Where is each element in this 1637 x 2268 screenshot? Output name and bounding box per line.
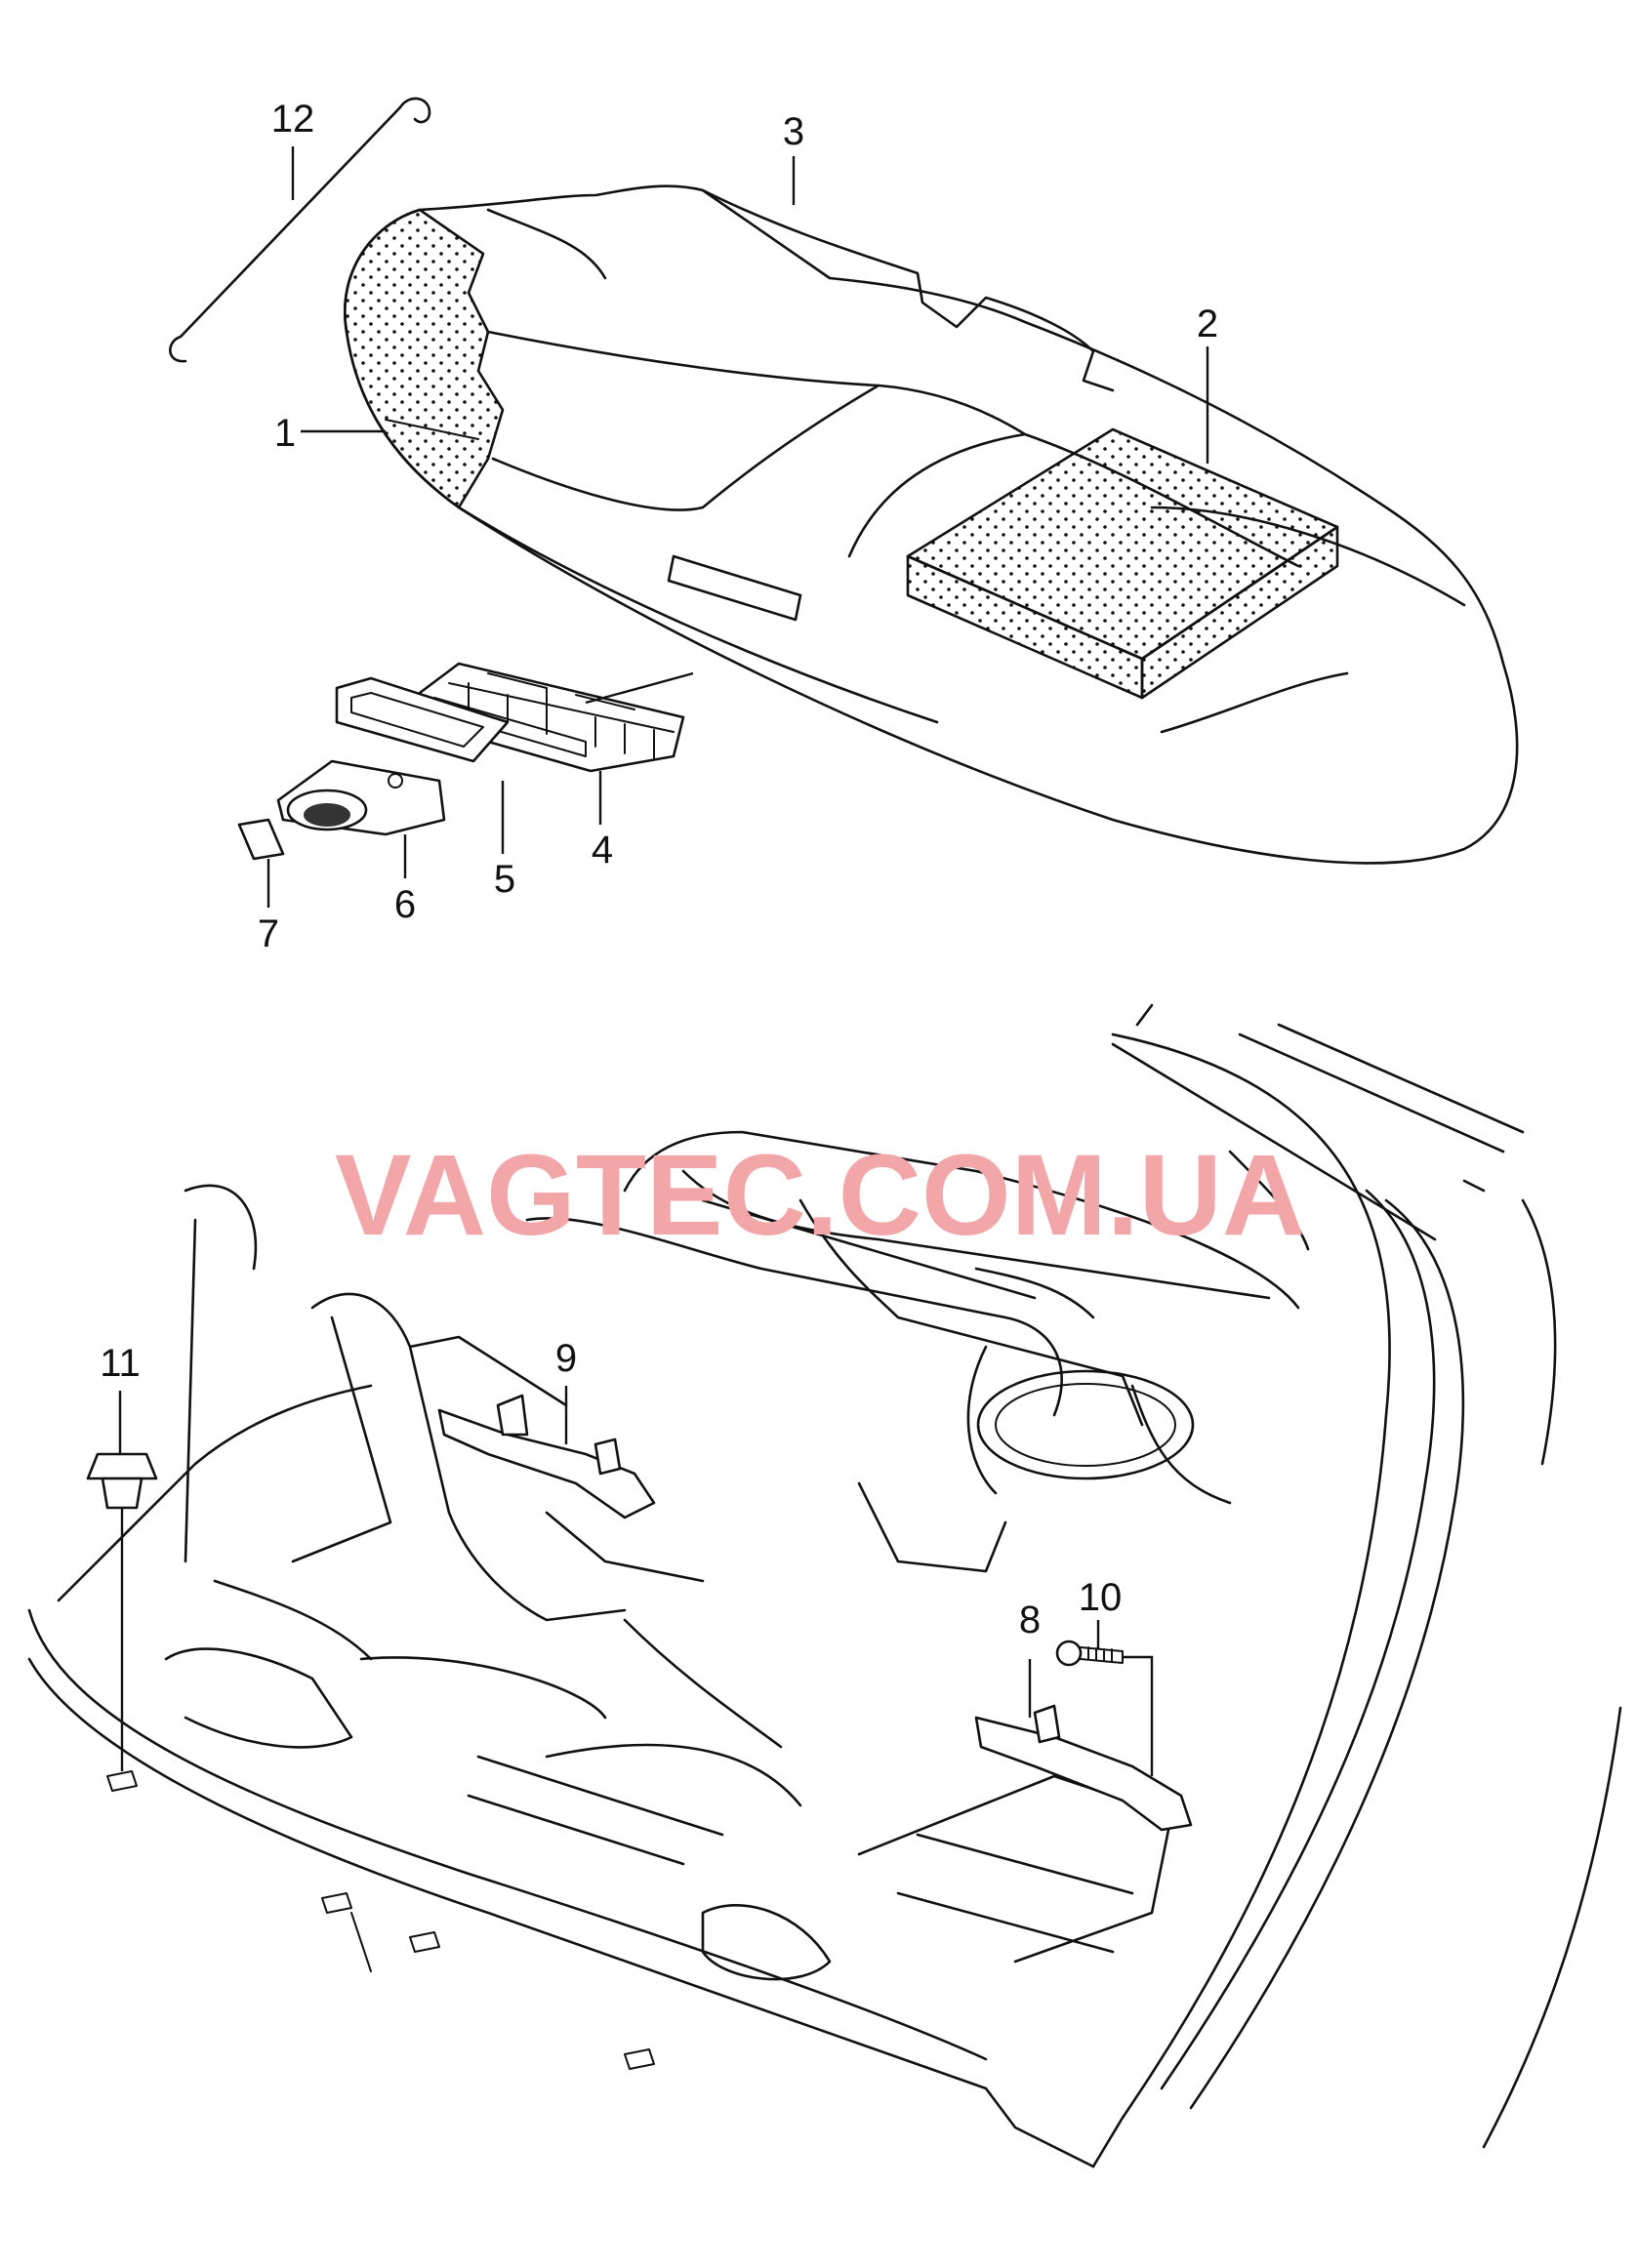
gasket-frame-part-5 <box>335 676 510 763</box>
callout-labels: 1 2 3 4 5 6 7 8 9 10 11 12 <box>100 98 1218 1641</box>
hinge-bracket-part-8 <box>974 1704 1193 1832</box>
floor-tunnel <box>164 1292 1173 1981</box>
vehicle-floor-group <box>27 1003 1622 2168</box>
trim-strip-part-7 <box>237 818 285 861</box>
callout-10: 10 <box>1079 1576 1123 1619</box>
callout-9: 9 <box>555 1337 577 1380</box>
trunk-lip-lines <box>27 1184 1095 2168</box>
seat-cutout <box>667 554 802 622</box>
callout-11: 11 <box>100 1342 141 1385</box>
floor-tabs <box>106 1770 655 2070</box>
seat-cushion-outline <box>344 184 1519 865</box>
callout-5: 5 <box>494 858 515 901</box>
seat-back-edge <box>486 188 1115 392</box>
bolt-part-10 <box>1055 1640 1124 1667</box>
cup-holder-housing-part-4 <box>418 662 685 773</box>
seat-lower-edge <box>457 506 1349 734</box>
hinge-bracket-part-9 <box>437 1394 656 1519</box>
spare-wheel-well <box>976 1369 1195 1480</box>
body-outer-lines <box>1091 1003 1622 2168</box>
callout-6: 6 <box>394 883 416 926</box>
callout-12: 12 <box>271 98 315 141</box>
callout-2: 2 <box>1197 303 1218 345</box>
wire-hook-part-12 <box>169 97 431 363</box>
seat-foam-section <box>344 208 505 509</box>
cup-holder-insert-part-6 <box>276 759 446 836</box>
seat-foam-line <box>385 419 479 440</box>
rear-upper-lines <box>701 1042 1437 1300</box>
callout-3: 3 <box>783 110 804 153</box>
clip-part-11 <box>86 1452 158 1510</box>
leader-lines <box>118 146 1209 1776</box>
foam-pad-part-2 <box>906 427 1339 700</box>
seat-surface-lines <box>486 330 1466 607</box>
callout-1: 1 <box>274 412 296 455</box>
callout-4: 4 <box>592 829 613 871</box>
spare-wheel-well-inner <box>995 1383 1176 1467</box>
seat-cushion-group <box>344 184 1519 865</box>
callout-7: 7 <box>258 912 279 955</box>
callout-8: 8 <box>1019 1599 1041 1641</box>
watermark: VAGTEC.COM.UA <box>335 1131 1305 1260</box>
